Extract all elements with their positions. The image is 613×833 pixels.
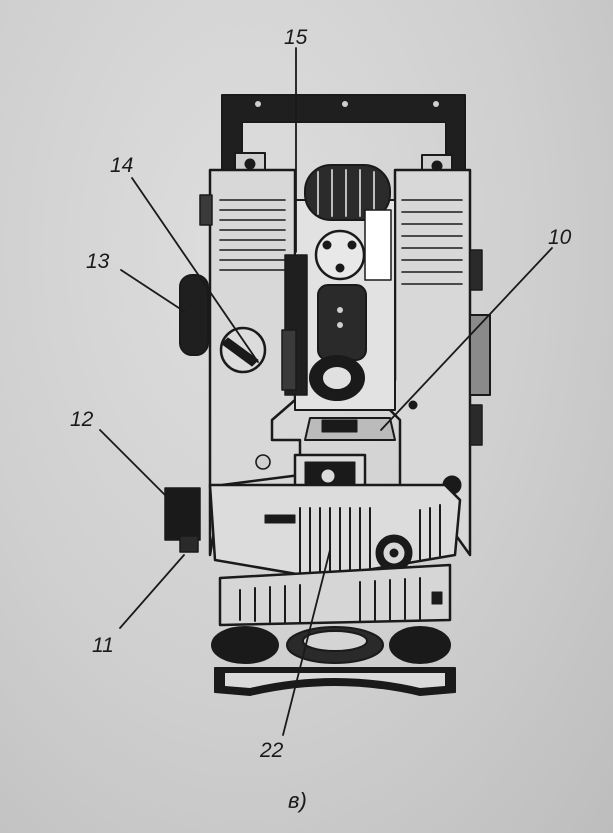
callout-12: 12 [70, 408, 94, 431]
callout-22: 22 [259, 739, 284, 762]
callout-13: 13 [86, 250, 110, 273]
tribrach [218, 563, 452, 627]
figure-caption: в) [288, 788, 307, 813]
callout-11: 11 [92, 634, 114, 657]
base-plate [211, 626, 456, 696]
telescope [281, 164, 396, 441]
callout-15: 15 [284, 26, 308, 49]
callout-14: 14 [110, 154, 133, 177]
leader-lines [99, 47, 553, 736]
callout-10: 10 [548, 226, 572, 249]
left-knobs [179, 274, 267, 374]
